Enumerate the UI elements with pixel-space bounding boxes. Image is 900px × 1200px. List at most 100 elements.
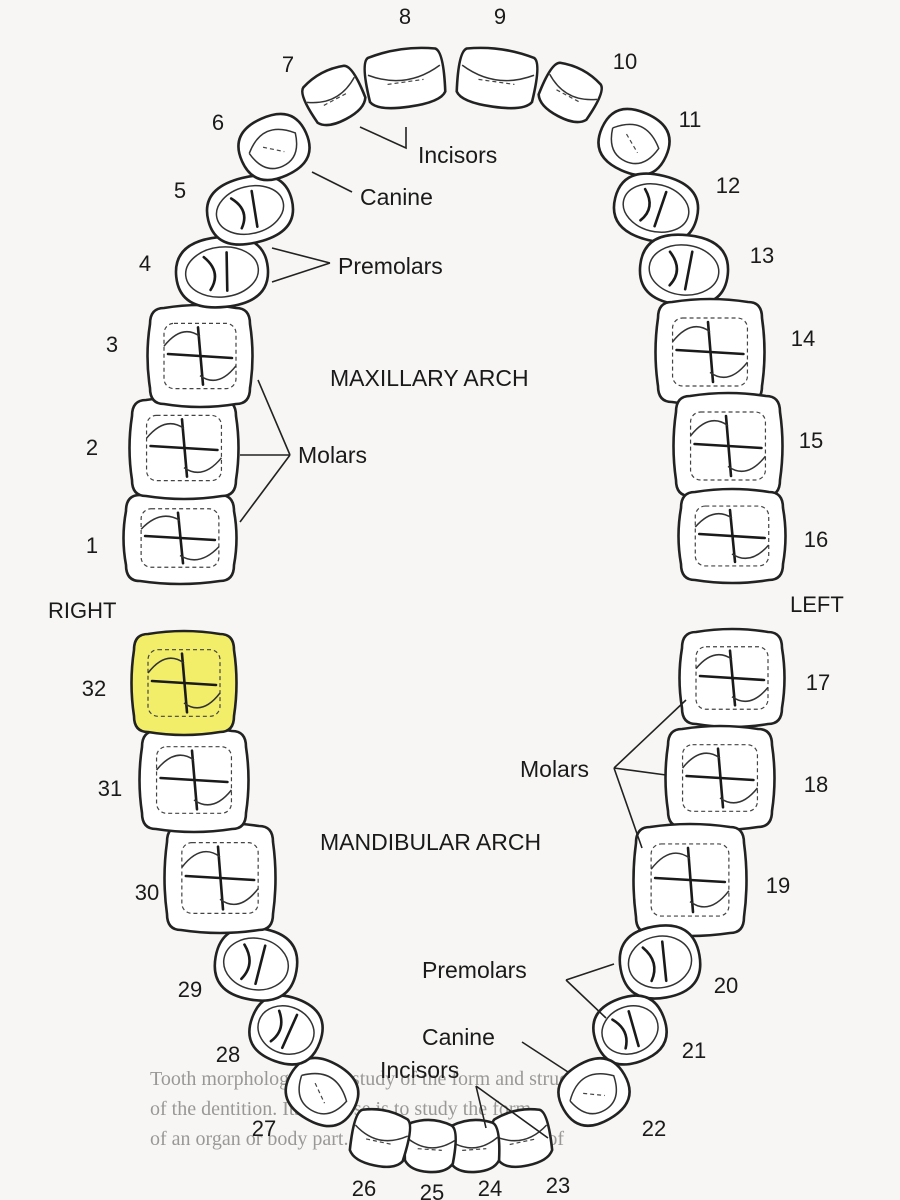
tooth-16 <box>677 487 787 585</box>
tooth-30 <box>163 821 277 935</box>
tooth-incisal-edge <box>367 64 441 82</box>
tooth-outline <box>537 61 603 124</box>
tooth-incisal-edge <box>549 73 598 101</box>
tooth-groove <box>668 250 694 291</box>
tooth-inner-ridge <box>147 649 221 717</box>
tooth-number-1: 1 <box>86 533 98 558</box>
tooth-number-26: 26 <box>352 1176 376 1200</box>
tooth-outline <box>612 172 700 244</box>
tooth-outline <box>348 1107 412 1169</box>
tooth-20 <box>618 924 702 1000</box>
tooth-31 <box>138 726 250 834</box>
leader-mandibular-canine <box>521 1041 569 1073</box>
tooth-cusp-line <box>155 754 233 806</box>
tooth-number-16: 16 <box>804 527 828 552</box>
anatomy-labels: Incisors Canine Premolars Molars MAXILLA… <box>48 142 844 1083</box>
label-maxillary-premolars: Premolars <box>338 253 443 279</box>
tooth-1 <box>122 490 238 586</box>
tooth-groove <box>611 1010 640 1050</box>
leader-mandibular-premolars <box>565 963 615 1019</box>
tooth-number-19: 19 <box>766 873 790 898</box>
tooth-cusp-line <box>625 133 638 154</box>
tooth-number-29: 29 <box>178 977 202 1002</box>
tooth-inner-ridge <box>140 508 220 568</box>
tooth-inner-ridge <box>181 842 259 914</box>
tooth-cusp-line <box>387 78 424 86</box>
tooth-32 <box>130 629 238 737</box>
tooth-26 <box>348 1107 412 1169</box>
tooth-12 <box>612 172 700 244</box>
tooth-cusp-line <box>323 92 348 106</box>
leader-mandibular-molars <box>613 699 687 849</box>
side-label-right: RIGHT <box>48 598 116 623</box>
tooth-cusp-line <box>583 1092 605 1097</box>
tooth-cusp-line <box>650 852 730 908</box>
tooth-inner-ridge <box>671 317 749 387</box>
tooth-number-17: 17 <box>806 670 830 695</box>
tooth-inner-ridge <box>650 843 730 917</box>
tooth-inner-ridge <box>622 183 690 233</box>
tooth-outline <box>597 107 671 177</box>
tooth-incisal-edge <box>461 64 535 82</box>
tooth-inner-ridge <box>627 935 693 989</box>
tooth-inner-ridge <box>163 322 237 390</box>
tooth-groove <box>675 320 745 384</box>
tooth-number-6: 6 <box>212 110 224 135</box>
tooth-cusp-line <box>681 752 759 804</box>
tooth-outline <box>301 64 367 127</box>
background-text-line: Tooth morphology is the study of the for… <box>150 1068 599 1090</box>
tooth-inner-ridge <box>257 1005 315 1055</box>
tooth-groove <box>202 251 229 292</box>
tooth-number-11: 11 <box>679 107 702 132</box>
tooth-cusp-line <box>509 1138 537 1146</box>
tooth-number-15: 15 <box>799 428 823 453</box>
tooth-groove <box>143 511 217 565</box>
tooth-21 <box>592 994 668 1066</box>
tooth-inner-ridge <box>689 411 767 481</box>
tooth-number-28: 28 <box>216 1042 240 1067</box>
tooth-outline <box>638 233 730 307</box>
tooth-number-13: 13 <box>750 243 774 268</box>
tooth-number-24: 24 <box>478 1176 502 1200</box>
tooth-number-14: 14 <box>791 326 815 351</box>
leader-mandibular-incisors <box>475 1085 549 1139</box>
tooth-cusp-line <box>365 1138 393 1146</box>
tooth-14 <box>654 297 766 407</box>
label-mandibular-canine: Canine <box>422 1024 495 1050</box>
mandibular-arch-title: MANDIBULAR ARCH <box>320 829 541 855</box>
tooth-groove <box>184 845 256 911</box>
tooth-15 <box>672 391 784 501</box>
label-maxillary-molars: Molars <box>298 442 367 468</box>
tooth-10 <box>537 61 603 124</box>
label-maxillary-incisors: Incisors <box>418 142 497 168</box>
tooth-cusp-line <box>314 1082 326 1104</box>
tooth-13 <box>638 233 730 307</box>
leader-maxillary-incisors <box>359 126 407 150</box>
tooth-inner-ridge <box>145 414 223 482</box>
tooth-groove <box>698 649 766 707</box>
tooth-cusp-line <box>478 78 515 86</box>
tooth-cusp-line <box>163 330 237 382</box>
tooth-29 <box>213 926 299 1002</box>
tooth-number-5: 5 <box>174 178 186 203</box>
tooth-number-18: 18 <box>804 772 828 797</box>
tooth-inner-ridge <box>694 505 770 567</box>
tooth-number-25: 25 <box>420 1180 444 1200</box>
leader-lines <box>239 126 687 1139</box>
tooth-3 <box>146 303 254 409</box>
tooth-outline <box>237 112 311 182</box>
tooth-groove <box>697 508 767 564</box>
tooth-groove <box>685 747 755 809</box>
maxillary-arch-title: MAXILLARY ARCH <box>330 365 529 391</box>
tooth-17 <box>678 627 786 729</box>
tooth-cusp-line <box>145 422 223 474</box>
tooth-inner-ridge <box>610 123 660 165</box>
tooth-incisal-edge <box>354 1124 409 1142</box>
tooth-28 <box>248 994 324 1066</box>
tooth-inner-ridge <box>184 246 260 298</box>
tooth-11 <box>597 107 671 177</box>
tooth-incisal-edge <box>306 76 355 104</box>
tooth-cusp-line <box>671 325 749 379</box>
tooth-7 <box>301 64 367 127</box>
